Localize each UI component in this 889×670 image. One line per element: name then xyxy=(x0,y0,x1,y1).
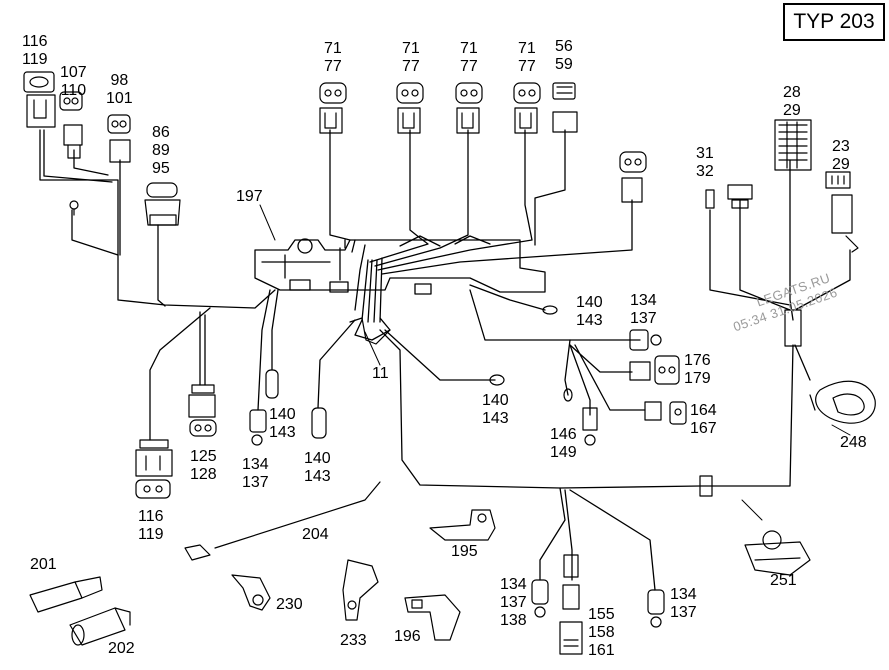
part-label-204: 204 xyxy=(302,526,329,543)
part-label-197: 197 xyxy=(236,188,263,205)
connectors xyxy=(23,71,859,655)
part-label-233: 233 xyxy=(340,632,367,649)
part-label-201: 201 xyxy=(30,556,57,573)
part-label-195: 195 xyxy=(451,543,478,560)
part-label-230: 230 xyxy=(276,596,303,613)
part-label-251: 251 xyxy=(770,572,797,589)
type-title: TYP 203 xyxy=(783,3,885,41)
loose-parts xyxy=(29,380,876,646)
part-label-248: 248 xyxy=(840,434,867,451)
leader-lines xyxy=(259,204,851,521)
part-label-196: 196 xyxy=(394,628,421,645)
harness-wires xyxy=(39,129,851,591)
part-label-202: 202 xyxy=(108,640,135,657)
harness-housing xyxy=(254,235,546,295)
part-label-11: 11 xyxy=(372,365,389,382)
